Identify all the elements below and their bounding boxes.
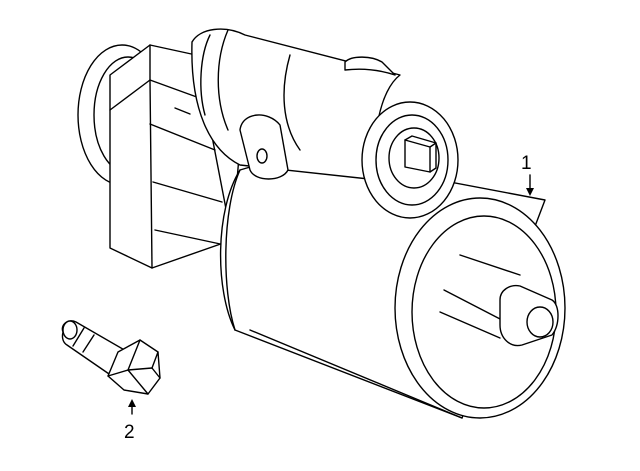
solenoid [191, 28, 459, 219]
callout-1-leader [526, 174, 534, 196]
starter-motor[interactable] [77, 28, 566, 419]
callout-2-leader [128, 399, 136, 415]
front-end-cap [394, 197, 566, 419]
mounting-bolt[interactable] [61, 320, 161, 415]
callout-label-1: 1 [521, 153, 532, 174]
callout-label-2: 2 [124, 422, 135, 443]
